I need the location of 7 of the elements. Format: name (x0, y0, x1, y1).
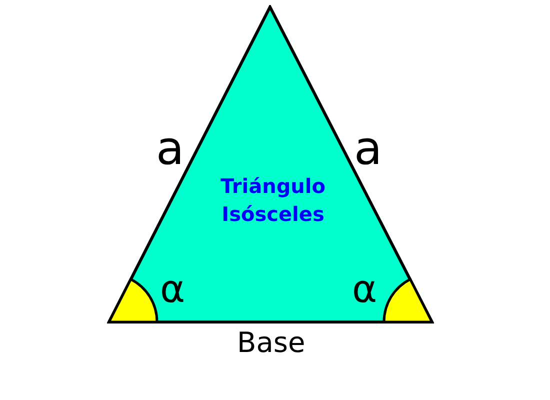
base-label: Base (237, 329, 306, 357)
angle-label: α (160, 270, 186, 308)
triangle (107, 5, 434, 324)
triangle-label: Triángulo Isósceles (219, 173, 327, 228)
angle-label: α (352, 270, 378, 308)
side-label: a (354, 125, 382, 171)
side-label: a (156, 125, 184, 171)
